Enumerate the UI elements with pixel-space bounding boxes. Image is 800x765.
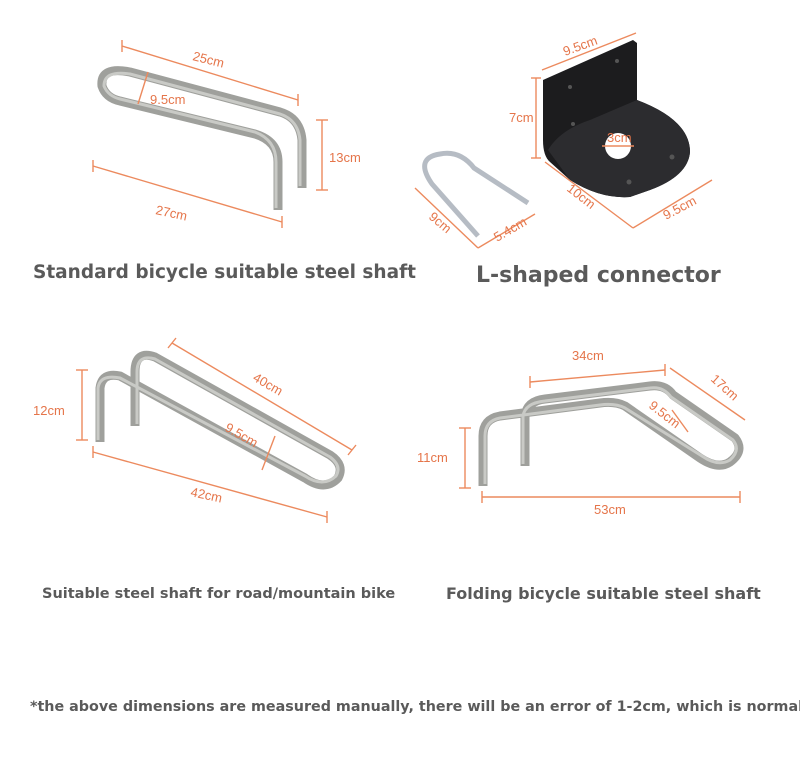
dim-label: 13cm [329,150,361,165]
dim-label: 42cm [189,484,223,505]
dim-label: 5.4cm [491,214,529,245]
l-bracket-image [543,40,690,198]
dim-label: 25cm [191,48,225,70]
dim-label: 40cm [251,370,286,399]
steel-shaft-image [478,381,744,486]
dim-label: 12cm [33,403,65,418]
panel-l-connector: 9.5cm 7cm 3cm 10cm 9.5cm 9cm 5.4cm L-sha… [414,32,721,288]
dim-label: 27cm [154,202,188,223]
caption: Suitable steel shaft for road/mountain b… [42,586,395,602]
caption: L-shaped connector [476,263,721,288]
footnote: *the above dimensions are measured manua… [30,699,800,715]
steel-shaft-image [95,350,345,490]
panel-folding-shaft: 34cm 17cm 9.5cm 11cm 53cm Folding bicycl… [417,348,761,603]
dim-label: 9.5cm [150,92,185,107]
steel-shaft-image [97,66,307,210]
caption: Folding bicycle suitable steel shaft [446,584,761,603]
dim-label: 53cm [594,502,626,517]
panel-road-mountain-shaft: 40cm 12cm 9.5cm 42cm Suitable steel shaf… [33,337,395,602]
dim-label: 11cm [417,450,448,465]
dim-label: 9.5cm [660,193,698,223]
u-bolt-image [422,150,530,238]
dim-label: 3cm [607,130,632,145]
dim-label: 34cm [572,348,604,363]
caption: Standard bicycle suitable steel shaft [33,262,416,283]
dim-label: 7cm [509,110,534,125]
panel-standard-shaft: 25cm 9.5cm 13cm 27cm Standard bicycle su… [33,40,416,283]
dim-label: 9cm [426,209,454,236]
